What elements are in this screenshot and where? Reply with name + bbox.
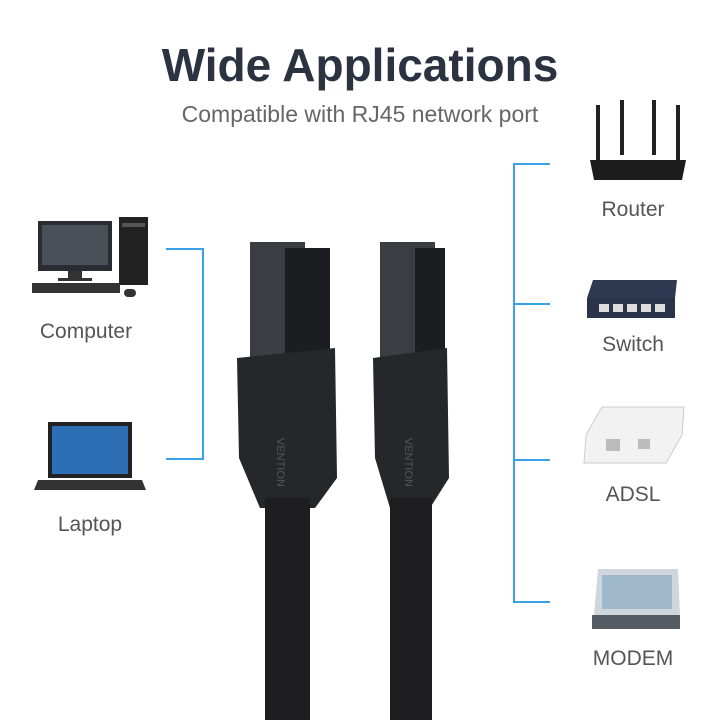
- brand-text-right: VENTION: [402, 438, 414, 487]
- device-label-laptop: Laptop: [57, 513, 123, 536]
- adsl-splitter-icon: [583, 406, 685, 464]
- device-label-computer: Computer: [39, 320, 133, 343]
- device-label-router: Router: [601, 198, 665, 221]
- brand-text-left: VENTION: [274, 438, 286, 487]
- laptop-icon: [34, 422, 146, 490]
- right-bracket-router: [513, 163, 550, 165]
- device-label-modem: MODEM: [592, 647, 674, 670]
- device-label-adsl: ADSL: [605, 483, 661, 506]
- right-bracket-adsl: [513, 459, 550, 461]
- device-label-switch: Switch: [602, 333, 664, 356]
- left-bracket-vertical: [202, 248, 204, 460]
- page-subtitle: Compatible with RJ45 network port: [181, 101, 539, 127]
- page-title: Wide Applications: [161, 39, 559, 91]
- right-bracket-switch: [513, 303, 550, 305]
- rj45-connector-left: VENTION: [237, 242, 337, 720]
- left-bracket-bottom: [166, 458, 204, 460]
- modem-icon: [592, 569, 680, 629]
- network-switch-icon: [587, 280, 677, 318]
- rj45-connector-right: VENTION: [373, 242, 449, 720]
- router-icon: [590, 100, 686, 180]
- desktop-computer-icon: [32, 217, 148, 297]
- ethernet-cable-connectors: VENTION VENTION: [237, 242, 449, 720]
- right-bracket-vertical: [513, 163, 515, 603]
- left-bracket-top: [166, 248, 204, 250]
- right-bracket-modem: [513, 601, 550, 603]
